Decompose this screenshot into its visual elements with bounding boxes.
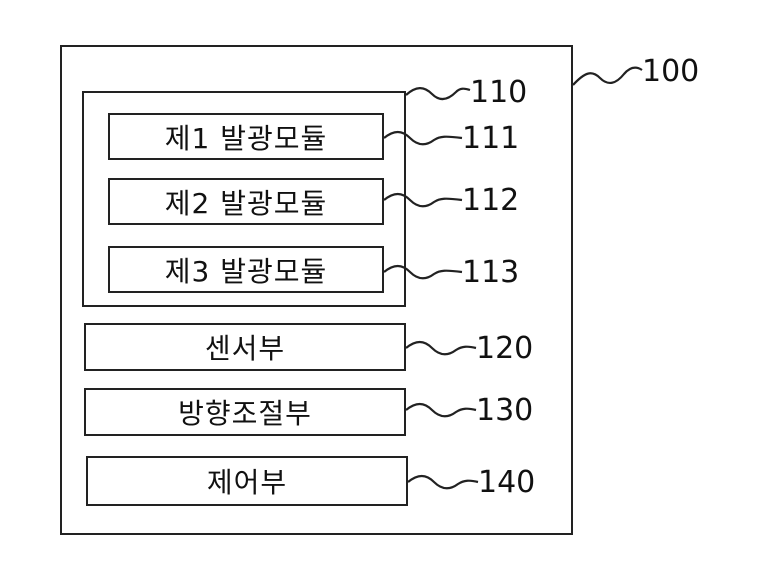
ref-130: 130 (476, 393, 534, 428)
ref-100: 100 (642, 54, 700, 89)
sensor-box: 센서부 (84, 323, 406, 371)
leader-120 (405, 340, 477, 356)
module-1-box: 제1 발광모듈 (108, 113, 384, 160)
controller-box: 제어부 (86, 456, 408, 506)
direction-control-box: 방향조절부 (84, 388, 406, 436)
module-2-box: 제2 발광모듈 (108, 178, 384, 225)
leader-100 (572, 66, 643, 86)
ref-110: 110 (470, 75, 528, 110)
leader-112 (383, 192, 463, 208)
ref-120: 120 (476, 331, 534, 366)
ref-113: 113 (462, 255, 520, 290)
ref-140: 140 (478, 465, 536, 500)
ref-112: 112 (462, 183, 520, 218)
leader-130 (405, 402, 477, 418)
leader-140 (407, 474, 479, 490)
leader-113 (383, 264, 463, 280)
module-3-box: 제3 발광모듈 (108, 246, 384, 293)
leader-110 (405, 87, 471, 101)
ref-111: 111 (462, 121, 520, 156)
leader-111 (383, 130, 463, 146)
